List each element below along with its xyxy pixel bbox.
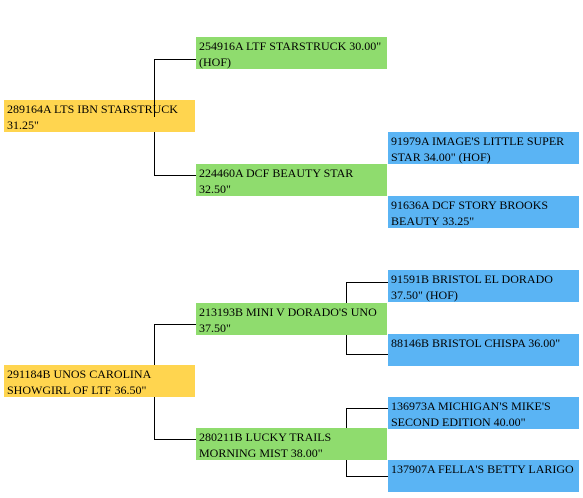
p1-connector: [154, 59, 196, 60]
p2-connector: [154, 324, 196, 325]
p2-connector: [346, 282, 347, 303]
p2-sire-dam-label: 88146B BRISTOL CHISPA 36.00": [391, 336, 561, 350]
p1-dam-box[interactable]: 224460A DCF BEAUTY STAR 32.50": [196, 164, 387, 196]
p2-sire-dam-box[interactable]: 88146B BRISTOL CHISPA 36.00": [388, 334, 579, 366]
p2-connector: [346, 408, 347, 428]
p2-connector: [154, 397, 155, 439]
p2-dam-box[interactable]: 280211B LUCKY TRAILS MORNING MIST 38.00": [196, 428, 387, 460]
p1-connector: [154, 175, 196, 176]
p1-dam-sire-label: 91979A IMAGE'S LITTLE SUPER STAR 34.00" …: [391, 134, 565, 164]
p2-connector: [154, 439, 196, 440]
p1-subject-label: 289164A LTS IBN STARSTRUCK 31.25": [7, 102, 178, 132]
p2-dam-label: 280211B LUCKY TRAILS MORNING MIST 38.00": [199, 430, 332, 460]
p2-connector: [346, 476, 388, 477]
p2-connector: [346, 460, 347, 476]
p2-subject-label: 291184B UNOS CAROLINA SHOWGIRL OF LTF 36…: [7, 367, 151, 397]
p2-subject-box[interactable]: 291184B UNOS CAROLINA SHOWGIRL OF LTF 36…: [4, 365, 195, 397]
p2-connector: [346, 354, 388, 355]
p1-dam-sire-box[interactable]: 91979A IMAGE'S LITTLE SUPER STAR 34.00" …: [388, 132, 579, 164]
p1-connector: [154, 132, 155, 175]
p2-connector: [346, 282, 388, 283]
p1-dam-dam-box[interactable]: 91636A DCF STORY BROOKS BEAUTY 33.25": [388, 196, 579, 228]
p1-sire-box[interactable]: 254916A LTF STARSTRUCK 30.00" (HOF): [196, 37, 387, 69]
p1-dam-label: 224460A DCF BEAUTY STAR 32.50": [199, 166, 354, 196]
p2-sire-sire-box[interactable]: 91591B BRISTOL EL DORADO 37.50" (HOF): [388, 270, 579, 302]
p2-sire-label: 213193B MINI V DORADO'S UNO 37.50": [199, 305, 377, 335]
p2-sire-box[interactable]: 213193B MINI V DORADO'S UNO 37.50": [196, 303, 387, 335]
p2-connector: [346, 408, 388, 409]
p2-sire-sire-label: 91591B BRISTOL EL DORADO 37.50" (HOF): [391, 272, 553, 302]
p1-subject-box[interactable]: 289164A LTS IBN STARSTRUCK 31.25": [4, 100, 195, 132]
p2-connector: [346, 335, 347, 354]
p2-dam-sire-label: 136973A MICHIGAN'S MIKE'S SECOND EDITION…: [391, 399, 551, 429]
p2-dam-sire-box[interactable]: 136973A MICHIGAN'S MIKE'S SECOND EDITION…: [388, 397, 579, 429]
p2-connector: [154, 324, 155, 365]
p1-connector: [154, 59, 155, 117]
p2-dam-dam-label: 137907A FELLA'S BETTY LARIGO: [391, 462, 574, 476]
p2-dam-dam-box[interactable]: 137907A FELLA'S BETTY LARIGO: [388, 460, 579, 492]
p1-sire-label: 254916A LTF STARSTRUCK 30.00" (HOF): [199, 39, 382, 69]
p1-dam-dam-label: 91636A DCF STORY BROOKS BEAUTY 33.25": [391, 198, 549, 228]
